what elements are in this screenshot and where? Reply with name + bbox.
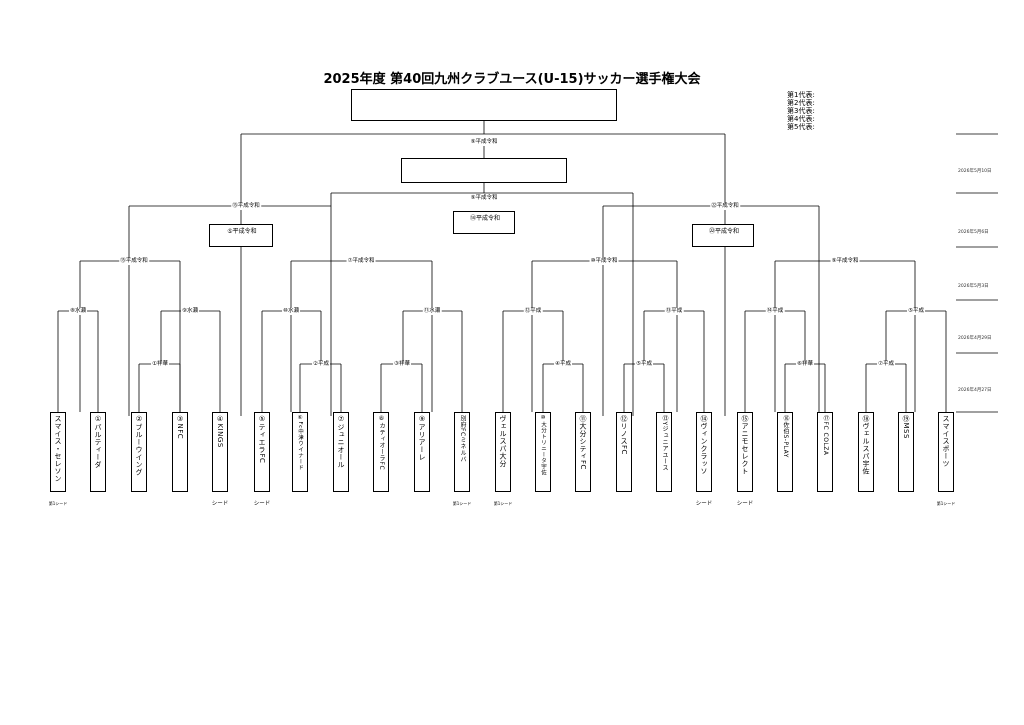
team-name: ⑯佐伯S-PLAY	[782, 415, 789, 458]
seed-note: シード	[695, 501, 713, 507]
match-label-r1: ⑧水瀬	[69, 308, 87, 315]
team-name: スマイス・セレソン	[54, 415, 62, 483]
page-title: 2025年度 第40回九州クラブユース(U-15)サッカー選手権大会	[323, 72, 701, 87]
team-name: ヴェルスパ大分	[499, 415, 507, 468]
match-label-r6: ⑬平成	[664, 308, 684, 315]
seed-note: シード	[211, 501, 229, 507]
team-box: ⑮アニモセレクト	[737, 412, 753, 492]
team-name: ⑱ヴェルスパ宇佐	[862, 415, 870, 475]
team-box: ⑪大分シティFC	[575, 412, 591, 492]
team-box: ⑫リノスFC	[616, 412, 632, 492]
first-round-note: 第1シード	[48, 501, 68, 506]
team-name: ⑲MSS	[902, 415, 910, 439]
match-label-q2: ⑦平成令和	[346, 258, 376, 265]
center-box: ⑭平成令和	[453, 211, 515, 234]
team-name: 別府FCミネルバ	[459, 415, 466, 463]
team-box: ②ブルーウイング	[131, 412, 147, 492]
match-label-p2: ②平成	[312, 361, 330, 368]
team-name: ⑰FC COLZA	[822, 415, 829, 456]
team-box: ⑧カティオーラFC	[373, 412, 389, 492]
left-semi-box: ⑤平成令和	[209, 224, 273, 247]
team-name: スマイスポーツ	[942, 415, 950, 468]
date-final: 2026年5月10日	[958, 169, 992, 174]
match-label-p6: ⑥祥華	[796, 361, 814, 368]
team-name: ⑤ティエラFC	[258, 415, 266, 464]
team-name: ⑧カティオーラFC	[378, 415, 385, 471]
team-name: ⑭ヴィンクラッソ	[700, 415, 708, 475]
match-label-r3: ⑩水瀬	[282, 308, 300, 315]
team-name: ④KINGS	[216, 415, 224, 448]
match-label-q3: ⑩平成令和	[589, 258, 619, 265]
left-semi-box-label: ⑤平成令和	[226, 228, 258, 235]
final-winner-box	[401, 158, 567, 183]
representative-4: 第4代表:	[787, 115, 815, 123]
team-box: ⑯佐伯S-PLAY	[777, 412, 793, 492]
team-box: ⑬Yジュニアユース	[656, 412, 672, 492]
team-name: ⑬Yジュニアユース	[661, 415, 668, 472]
team-box: ⑭ヴィンクラッソ	[696, 412, 712, 492]
team-name: ⑥Fc中津ウイナード	[297, 415, 303, 471]
team-box: ⑤ティエラFC	[254, 412, 270, 492]
team-box: スマイスポーツ	[938, 412, 954, 492]
seed-note: シード	[736, 501, 754, 507]
team-name: ⑦ジュニオール	[337, 415, 345, 469]
match-label-r8: ⑤平成	[907, 308, 925, 315]
match-label-semi: ⑨平成令和	[469, 195, 499, 202]
team-box: ヴェルスパ大分	[495, 412, 511, 492]
team-box: ⑦ジュニオール	[333, 412, 349, 492]
match-label-final: ⑨平成令和	[469, 139, 499, 146]
team-name: ①パルティーダ	[94, 415, 102, 469]
date-prelim: 2026年4月27日	[958, 388, 992, 393]
right-semi-box: ㉒平成令和	[692, 224, 754, 247]
team-box: ④KINGS	[212, 412, 228, 492]
first-round-note: 第1シード	[936, 501, 956, 506]
match-label-left-semi: ⑬平成令和	[231, 203, 261, 210]
date-r16: 2026年4月29日	[958, 336, 992, 341]
team-box: ⑰FC COLZA	[817, 412, 833, 492]
team-name: ⑪大分シティFC	[579, 415, 587, 470]
team-name: ⑩大分トリニータ宇佐	[540, 415, 546, 476]
team-name: ③NFC	[176, 415, 184, 440]
team-name: ⑨アリアーレ	[418, 415, 426, 461]
match-label-q4: ⑨平成令和	[830, 258, 860, 265]
match-label-r2: ⑨水瀬	[181, 308, 199, 315]
match-label-p4: ④平成	[554, 361, 572, 368]
match-label-p3: ③祥華	[393, 361, 411, 368]
team-box: ⑨アリアーレ	[414, 412, 430, 492]
team-box: ③NFC	[172, 412, 188, 492]
first-round-note: 第1シード	[452, 501, 472, 506]
match-label-right-semi: ㉒平成令和	[710, 203, 740, 210]
team-box: ⑥Fc中津ウイナード	[292, 412, 308, 492]
match-label-r5: ⑫平成	[523, 308, 543, 315]
team-box: ⑲MSS	[898, 412, 914, 492]
representative-5: 第5代表:	[787, 123, 815, 131]
team-box: ①パルティーダ	[90, 412, 106, 492]
match-label-p1: ①祥華	[151, 361, 169, 368]
seed-note: シード	[253, 501, 271, 507]
team-name: ⑮アニモセレクト	[741, 415, 749, 475]
team-name: ②ブルーウイング	[135, 415, 143, 476]
representative-2: 第2代表:	[787, 99, 815, 107]
match-label-r7: ⑭平成	[765, 308, 785, 315]
team-box: ⑩大分トリニータ宇佐	[535, 412, 551, 492]
representative-3: 第3代表:	[787, 107, 815, 115]
first-round-note: 第1シード	[493, 501, 513, 506]
center-box-label: ⑭平成令和	[468, 215, 502, 222]
match-label-r4: ⑪水瀬	[422, 308, 442, 315]
champion-box	[351, 89, 617, 121]
right-semi-box-label: ㉒平成令和	[707, 228, 741, 235]
team-name: ⑫リノスFC	[620, 415, 628, 455]
match-label-q1: ⑮平成令和	[119, 258, 149, 265]
date-semi: 2026年5月6日	[958, 230, 989, 235]
team-box: 別府FCミネルバ	[454, 412, 470, 492]
date-quarter: 2026年5月3日	[958, 284, 989, 289]
representative-1: 第1代表:	[787, 91, 815, 99]
team-box: ⑱ヴェルスパ宇佐	[858, 412, 874, 492]
match-label-p5: ⑤平成	[635, 361, 653, 368]
team-box: スマイス・セレソン	[50, 412, 66, 492]
match-label-p7: ⑦平成	[877, 361, 895, 368]
